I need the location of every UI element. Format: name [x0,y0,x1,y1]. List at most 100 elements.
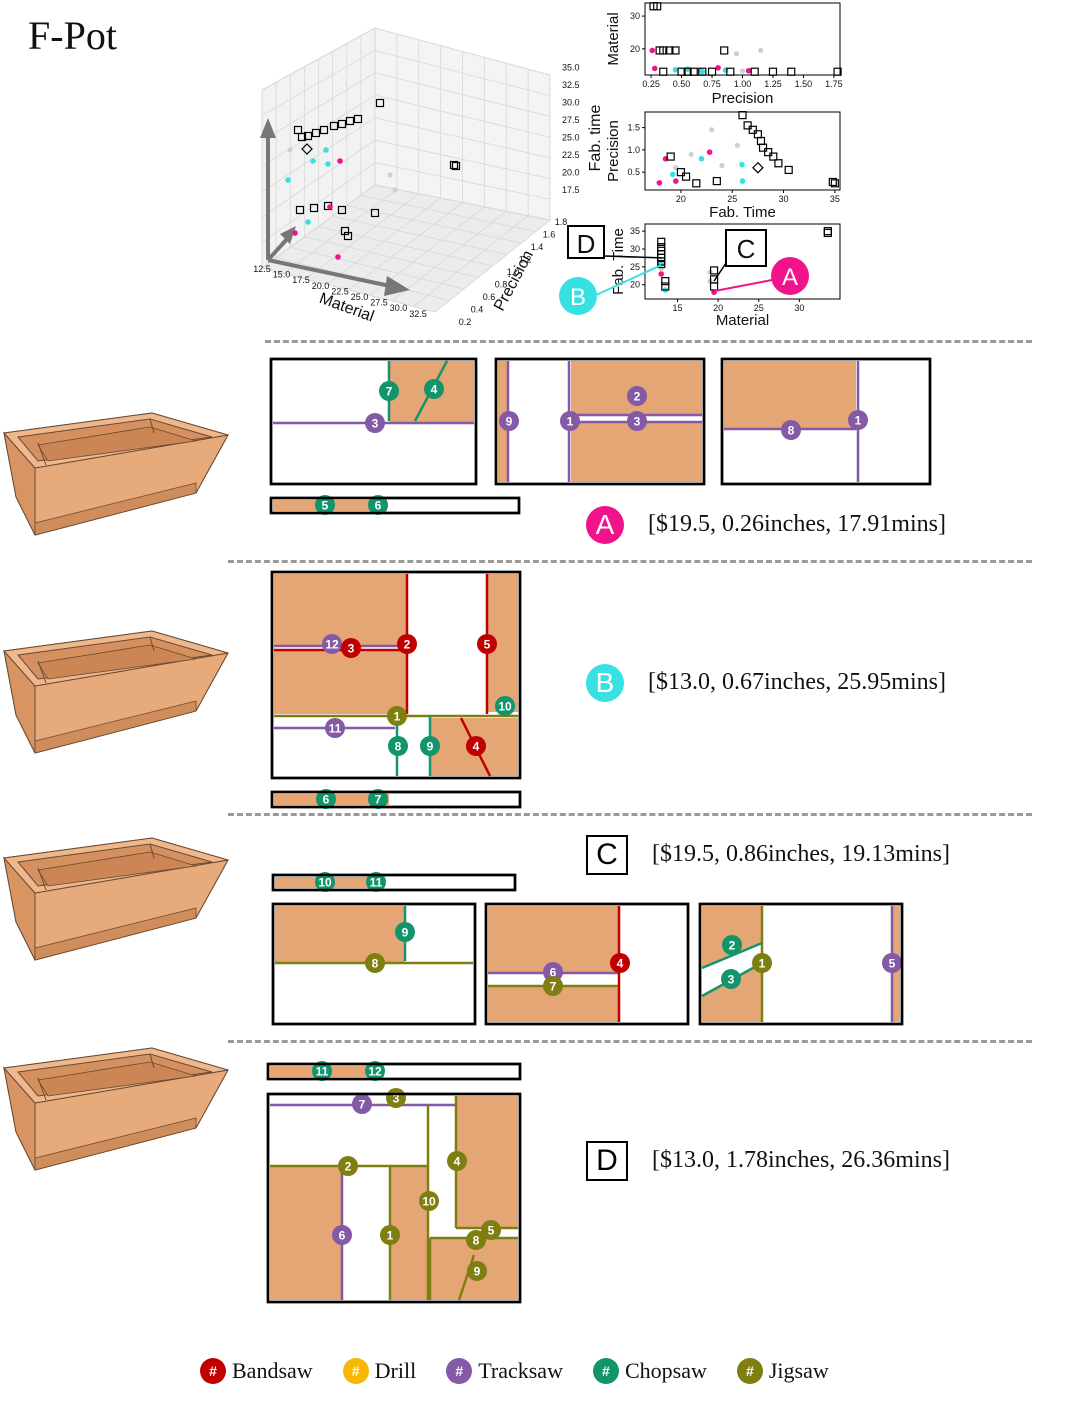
cut-order-number: 5 [488,1224,495,1238]
data-point-pareto [309,203,319,213]
cut-order-badge [322,634,342,654]
cut-order-badge [368,789,388,809]
arrow-head [280,226,296,244]
cut-order-badge [379,381,399,401]
cut-line [457,1254,476,1301]
arrow-head [260,118,276,138]
cut-order-badge [477,634,497,654]
callout-circle-a [771,257,809,295]
data-point-magenta [672,178,679,184]
x-tick-label: 0.75 [703,79,721,89]
board-border [270,790,522,809]
cut-order-number: 9 [402,926,409,940]
cut-order-badge [721,969,741,989]
data-point-pareto [689,67,698,76]
data-point-magenta [649,47,656,54]
data-point-other [719,162,725,169]
x-tick-label: 1.25 [764,79,782,89]
cut-order-badge [781,420,801,440]
cut-order-badge [610,953,630,973]
data-point-pareto [709,282,719,291]
planter-render-c [3,837,229,961]
cut-order-number: 2 [345,1160,352,1174]
arrow-head [384,276,410,296]
x-tick-label: 12.5 [253,264,271,274]
cut-order-badge [397,634,417,654]
data-point-pareto [319,125,329,135]
cut-order-badge [481,1220,501,1240]
wood-part [274,650,407,714]
bandsaw-icon: # [200,1358,226,1384]
x-tick-label: 1.75 [825,79,843,89]
callout-label-c: C [737,234,756,264]
data-point-pareto [297,132,307,142]
callout-line-d [604,255,662,259]
grid-line [261,162,376,243]
chopsaw-icon: # [592,1358,619,1384]
y-tick-label: 1.2 [519,255,532,265]
x-tick-label: 0.50 [673,79,691,89]
callout-box-c [725,229,767,267]
cut-order-badge [627,386,647,406]
board-border [484,902,690,1026]
cut-order-number: 6 [550,966,557,980]
plot-frame [644,111,841,191]
data-point-pareto [337,205,347,215]
data-point-magenta [715,65,721,71]
x-tick-label: 25 [754,303,764,313]
z-tick-label: 22.5 [562,150,580,160]
grid-line [261,139,376,218]
data-point-other [688,151,694,157]
x-tick-label: 25 [727,194,737,204]
cut-order-number: 3 [348,642,355,656]
design-b-values: [$13.0, 0.67inches, 25.95mins] [648,668,946,695]
y-tick-label: 30 [630,244,640,254]
badge-c: C [586,835,628,875]
grid-line [346,205,522,244]
y-tick-label: 1.5 [627,123,640,133]
cut-order-number: 7 [386,385,393,399]
data-point-pareto [726,67,735,76]
grid-line [434,219,551,313]
grid-line [413,215,529,307]
cut-order-badge [419,1191,439,1211]
y-tick-label: 30 [630,11,640,21]
cut-order-badge [495,696,515,716]
data-point-pareto [353,114,363,124]
legend-label: Bandsaw [232,1358,313,1383]
z-axis-label: Fab. time [587,105,604,172]
y-tick-label: 0.2 [459,317,472,327]
callout-label-b: B [570,284,586,311]
data-point-magenta [337,158,343,164]
separator [228,813,1032,816]
grid-line [261,72,376,142]
grid-line [374,50,551,97]
data-point-pareto [303,131,313,141]
cut-order-number: 10 [318,876,332,890]
grid-line [332,215,507,255]
grid-line [374,162,551,200]
cut-order-number: 6 [339,1229,346,1243]
board-border [269,496,521,515]
legend-label: Jigsaw [768,1358,829,1383]
grid-line [374,72,551,117]
cut-order-number: 6 [323,793,330,807]
cut-order-number: 12 [325,638,339,652]
legend-item-chopsaw: #Chopsaw [592,1358,707,1384]
data-point-pareto [692,179,701,188]
x-axis-label: Material [716,312,769,329]
cut-order-number: 3 [393,1092,400,1106]
data-point-cyan [672,66,679,73]
cut-order-number: 10 [498,700,512,714]
x-tick-label: 30 [779,194,789,204]
cut-order-badge [560,411,580,431]
cut-order-number: 9 [427,740,434,754]
cut-order-badge [365,413,385,433]
z-tick-label: 27.5 [562,115,580,125]
data-point-pareto [750,67,759,76]
axis-arrow [267,258,391,288]
data-point-pareto [784,165,793,175]
